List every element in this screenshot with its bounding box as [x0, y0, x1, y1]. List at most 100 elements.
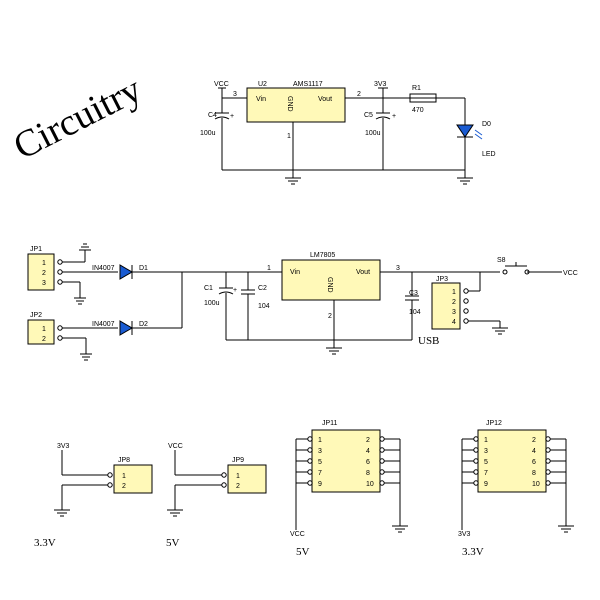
ams1117-pin-in: 3 — [233, 91, 237, 98]
svg-text:1: 1 — [236, 473, 240, 480]
jp9-net: VCC — [168, 443, 183, 450]
c1-label: C1 — [204, 285, 213, 292]
jp11-pin-right: 6 — [366, 459, 370, 466]
lm7805-pin-out: 3 — [396, 265, 400, 272]
jp9-label: JP9 — [232, 457, 244, 464]
jp9-block: VCC JP9 12 5V — [166, 443, 267, 549]
svg-text:2: 2 — [452, 299, 456, 306]
c5-label: C5 — [364, 112, 373, 119]
d1-label: D1 — [139, 265, 148, 272]
vcc-label-1: VCC — [214, 81, 229, 88]
jp2-header — [27, 319, 55, 345]
d1-part: IN4007 — [92, 265, 115, 272]
lm7805-ref: LM7805 — [310, 252, 335, 259]
jp11-pin-left: 3 — [318, 448, 322, 455]
jp11-pin-left: 5 — [318, 459, 322, 466]
jp11-header — [311, 429, 381, 493]
vcc-label-2: VCC — [563, 270, 578, 277]
jp11-voltage-label: 5V — [296, 546, 310, 558]
svg-text:+: + — [233, 287, 237, 294]
ams1117-vout: Vout — [318, 96, 332, 103]
d1-icon — [119, 264, 133, 280]
c2-value: 104 — [258, 303, 270, 310]
jp3-label: JP3 — [436, 276, 448, 283]
d2-part: IN4007 — [92, 321, 115, 328]
svg-text:3: 3 — [452, 309, 456, 316]
jp12-pin-left: 9 — [484, 481, 488, 488]
jp1-header — [27, 253, 55, 291]
jp2-label: JP2 — [30, 312, 42, 319]
jp3-header — [431, 282, 461, 330]
c4-label: C4 — [208, 112, 217, 119]
ams1117-chip — [246, 87, 346, 123]
jp11-pin-left: 9 — [318, 481, 322, 488]
ams1117-gnd: GND — [286, 96, 293, 112]
jp1-label: JP1 — [30, 246, 42, 253]
jp12-header — [477, 429, 547, 493]
jp8-voltage-label: 3.3V — [34, 537, 56, 549]
lm7805-vout: Vout — [356, 269, 370, 276]
lm7805-pin-gnd: 2 — [328, 313, 332, 320]
c2-label: C2 — [258, 285, 267, 292]
jp9-header — [227, 464, 267, 494]
jp11-label: JP11 — [322, 420, 338, 427]
jp11-pin-right: 8 — [366, 470, 370, 477]
jp12-pin-right: 8 — [532, 470, 536, 477]
svg-text:2: 2 — [42, 336, 46, 343]
jp12-pin-right: 2 — [532, 437, 536, 444]
jp12-pin-right: 10 — [532, 481, 540, 488]
svg-text:2: 2 — [122, 483, 126, 490]
jp12-voltage-label: 3.3V — [462, 546, 484, 558]
jp12-label: JP12 — [486, 420, 502, 427]
jp12-pin-left: 5 — [484, 459, 488, 466]
jp12-pin-left: 3 — [484, 448, 488, 455]
r1-label: R1 — [412, 85, 421, 92]
led-d0-icon — [456, 124, 474, 138]
svg-text:+: + — [230, 113, 234, 120]
svg-text:1: 1 — [42, 326, 46, 333]
svg-text:2: 2 — [42, 270, 46, 277]
svg-text:4: 4 — [452, 319, 456, 326]
ams1117-section: VCC C4 100u + U2 AMS1117 Vin Vout GND 3 … — [200, 81, 496, 185]
r1-resistor — [409, 93, 437, 103]
svg-text:3: 3 — [42, 280, 46, 287]
jp12-net: 3V3 — [458, 531, 471, 538]
lm7805-chip — [281, 259, 381, 301]
u2-ref: U2 — [258, 81, 267, 88]
usb-label: USB — [418, 335, 439, 347]
svg-text:2: 2 — [236, 483, 240, 490]
jp12-pin-left: 1 — [484, 437, 488, 444]
jp8-label: JP8 — [118, 457, 130, 464]
jp11-pin-left: 7 — [318, 470, 322, 477]
jp11-pin-right: 2 — [366, 437, 370, 444]
c1-value: 100u — [204, 300, 220, 307]
jp12-pin-right: 6 — [532, 459, 536, 466]
ams1117-pin-out: 2 — [357, 91, 361, 98]
jp12-block: 1 2 3 4 5 6 7 8 9 10 — [461, 429, 574, 533]
svg-text:1: 1 — [452, 289, 456, 296]
ams1117-pin-gnd: 1 — [287, 133, 291, 140]
jp12-pin-left: 7 — [484, 470, 488, 477]
ams1117-part: AMS1117 — [293, 81, 323, 88]
lm7805-section: JP1 1 2 3 IN4007 D1 JP2 1 2 IN4007 — [27, 243, 578, 361]
jp8-block: 3V3 JP8 12 3.3V — [34, 443, 153, 549]
led-label: LED — [482, 151, 496, 158]
s8-label: S8 — [497, 257, 506, 264]
c3-value: 104 — [409, 309, 421, 316]
jp11-net: VCC — [290, 531, 305, 538]
svg-text:+: + — [392, 113, 396, 120]
ams1117-vin: Vin — [256, 96, 266, 103]
c5-value: 100u — [365, 130, 381, 137]
lm7805-pin-in: 1 — [267, 265, 271, 272]
d0-label: D0 — [482, 121, 491, 128]
svg-text:1: 1 — [42, 260, 46, 267]
v33-label-1: 3V3 — [374, 81, 387, 88]
svg-text:1: 1 — [122, 473, 126, 480]
c3-label: C3 — [409, 290, 418, 297]
jp11-pin-right: 4 — [366, 448, 370, 455]
jp12-pin-right: 4 — [532, 448, 536, 455]
d2-icon — [119, 320, 133, 336]
jp11-pin-right: 10 — [366, 481, 374, 488]
